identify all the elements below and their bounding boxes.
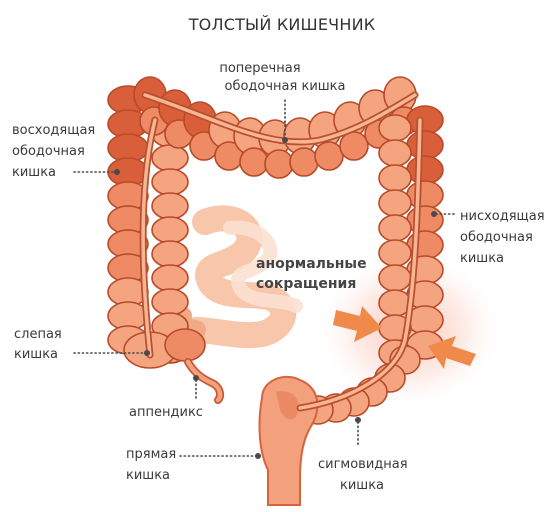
haustra-ascending (152, 265, 188, 291)
haustra-transverse (240, 148, 268, 176)
label-sigmoid-colon: сигмовидная кишка (318, 457, 412, 493)
haustra-transverse (315, 142, 343, 170)
haustra-descending (379, 115, 411, 141)
haustra-descending (379, 265, 411, 291)
label-appendix: аппендикс (129, 405, 203, 420)
haustra-cecum (165, 329, 205, 361)
haustra-ascending (152, 169, 188, 195)
haustra-ascending (152, 193, 188, 219)
label-transverse-colon: поперечная ободочная кишка (219, 61, 345, 94)
haustra-descending (379, 140, 411, 166)
haustra-ascending (152, 241, 188, 267)
haustra-descending (407, 131, 443, 159)
haustra-descending (407, 156, 443, 184)
label-cecum: слепая кишка (14, 327, 66, 362)
haustra-transverse (265, 150, 293, 178)
haustra-descending (379, 190, 411, 216)
haustra-ascending (152, 217, 188, 243)
haustra-descending (407, 181, 443, 209)
label-descending-colon: нисходящая ободочная кишка (460, 209, 547, 266)
diagram-title: ТОЛСТЫЙ КИШЕЧНИК (188, 15, 376, 34)
haustra-descending (407, 206, 443, 234)
haustra-ascending (152, 145, 188, 171)
haustra-descending (379, 165, 411, 191)
haustra-descending (407, 106, 443, 134)
haustra-transverse (340, 132, 368, 160)
haustra-descending (379, 215, 411, 241)
label-rectum: прямая кишка (126, 447, 180, 483)
haustra-descending (379, 240, 411, 266)
haustra-transverse (290, 148, 318, 176)
haustra-ascending (152, 289, 188, 315)
